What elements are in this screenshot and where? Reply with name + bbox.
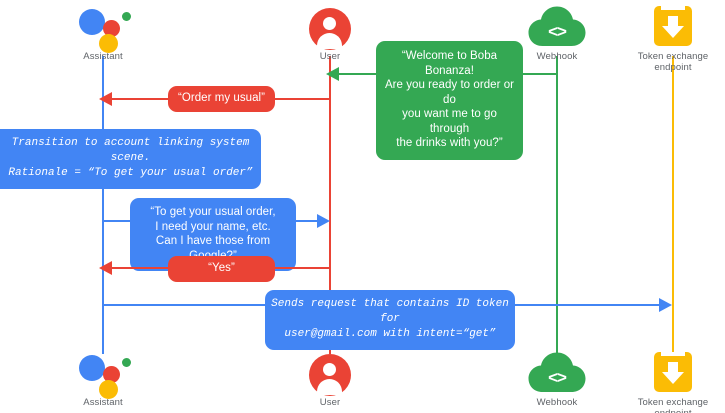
actor-user-bottom: User (270, 350, 390, 408)
assistant-dot-red (103, 366, 120, 383)
arrow-head-need-your-name (317, 214, 330, 228)
download-arrow-stem (668, 362, 678, 374)
message-yes: “Yes” (168, 256, 275, 282)
actor-label-user: User (319, 51, 341, 62)
download-arrow-head (662, 372, 684, 384)
user-body (317, 379, 342, 395)
actor-user-top: User (270, 4, 390, 62)
message-welcome: “Welcome to Boba Bonanza! Are you ready … (376, 41, 523, 160)
actor-label-endpoint: Token exchange endpoint (637, 51, 709, 73)
lifeline-assistant (102, 56, 104, 354)
assistant-dot-green (122, 358, 131, 367)
user-body (317, 33, 342, 49)
message-order-my-usual: “Order my usual” (168, 86, 275, 112)
cloud-shape (528, 352, 586, 399)
arrow-head-yes (99, 261, 112, 275)
assistant-dot-red (103, 20, 120, 37)
google-assistant-icon (43, 350, 163, 399)
actor-label-webhook: Webhook (536, 397, 578, 408)
actor-label-user: User (319, 397, 341, 408)
assistant-dot-blue (79, 9, 105, 35)
cloud-code-icon: <> (497, 4, 617, 48)
actor-label-assistant: Assistant (83, 51, 123, 62)
arrow-head-order-my-usual (99, 92, 112, 106)
actor-label-webhook: Webhook (536, 51, 578, 62)
cloud-code-label: <> (548, 368, 567, 387)
actor-assistant-top: Assistant (43, 4, 163, 62)
lifeline-user (329, 56, 331, 354)
google-assistant-icon (43, 4, 163, 53)
actor-endpoint-bottom: Token exchange endpoint (613, 350, 725, 413)
lifeline-webhook (556, 56, 558, 354)
actor-endpoint-top: Token exchange endpoint (613, 4, 725, 73)
cloud-shape (528, 6, 586, 53)
arrow-head-welcome (326, 67, 339, 81)
user-avatar-icon (270, 350, 390, 396)
cloud-svg (528, 6, 586, 46)
endpoint-notch (661, 352, 685, 356)
user-avatar-icon (270, 4, 390, 50)
actor-label-assistant: Assistant (83, 397, 123, 408)
actor-label-endpoint: Token exchange endpoint (637, 397, 709, 413)
cloud-svg (528, 352, 586, 392)
assistant-dot-blue (79, 355, 105, 381)
cloud-code-icon: <> (497, 350, 617, 394)
actor-webhook-top: <> Webhook (497, 4, 617, 62)
user-head (323, 363, 336, 376)
message-transition-note: Transition to account linking system sce… (0, 129, 261, 189)
assistant-dot-yellow (99, 380, 118, 399)
download-box-icon (613, 4, 725, 48)
user-head (323, 17, 336, 30)
message-sends-request: Sends request that contains ID token for… (265, 290, 515, 350)
endpoint-notch (661, 6, 685, 10)
actor-assistant-bottom: Assistant (43, 350, 163, 408)
actor-webhook-bottom: <> Webhook (497, 350, 617, 408)
cloud-code-label: <> (548, 22, 567, 41)
assistant-dot-yellow (99, 34, 118, 53)
lifeline-endpoint (672, 56, 674, 354)
download-arrow-stem (668, 16, 678, 28)
download-arrow-head (662, 26, 684, 38)
arrow-head-sends-request (659, 298, 672, 312)
assistant-dot-green (122, 12, 131, 21)
download-box-icon (613, 350, 725, 394)
